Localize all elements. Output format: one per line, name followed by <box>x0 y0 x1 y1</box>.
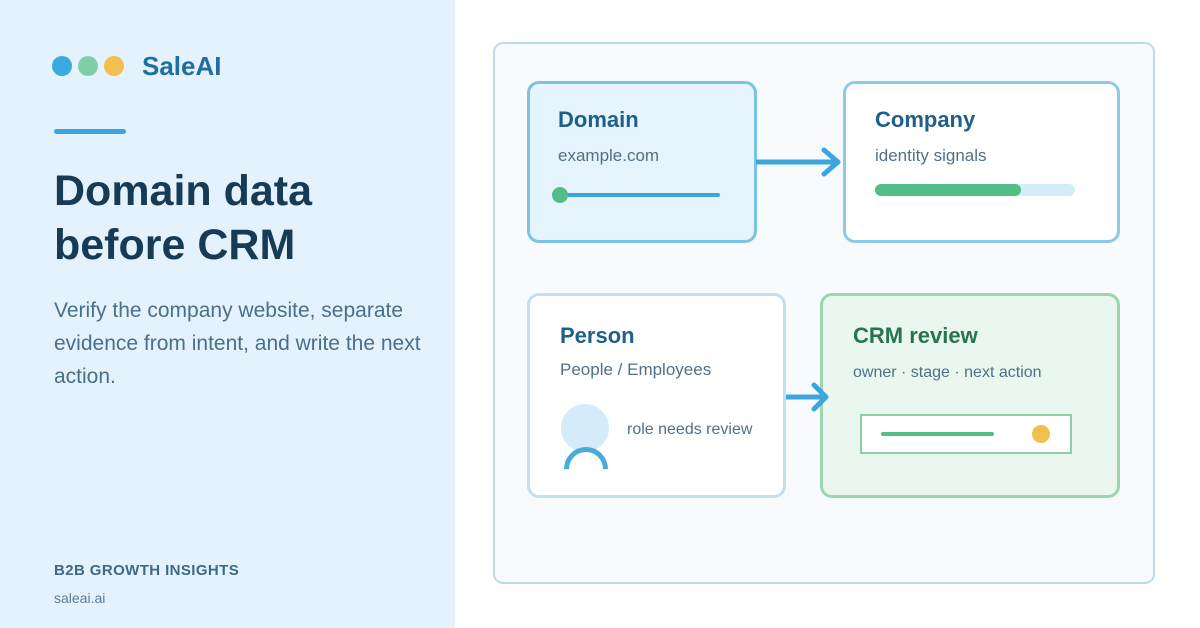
person-card-subtitle: People / Employees <box>560 360 712 379</box>
person-card-title: Person <box>560 323 635 348</box>
domain-track <box>560 193 720 197</box>
company-card: Company identity signals <box>843 81 1120 243</box>
footer-kicker: B2B GROWTH INSIGHTS <box>54 562 240 579</box>
footer-url[interactable]: saleai.ai <box>54 590 106 606</box>
arrow-right-icon <box>756 147 841 177</box>
brand-name: SaleAI <box>142 50 222 81</box>
domain-card-subtitle: example.com <box>558 146 660 165</box>
left-panel: SaleAI Domain data before CRM Verify the… <box>0 0 455 628</box>
crm-card-title: CRM review <box>853 323 978 348</box>
page-title: Domain data before CRM <box>54 167 313 269</box>
domain-card-title: Domain <box>558 107 639 132</box>
crm-card: CRM review owner · stage · next action <box>820 293 1120 498</box>
crm-record-box <box>860 414 1072 454</box>
accent-divider <box>54 129 126 134</box>
domain-card: Domain example.com <box>527 81 757 243</box>
brand-logo: SaleAI <box>52 50 222 81</box>
crm-record-line <box>881 432 994 436</box>
page-description: Verify the company website, separate evi… <box>54 299 421 388</box>
avatar-body-icon <box>554 437 618 501</box>
person-card: Person People / Employees role needs rev… <box>527 293 786 501</box>
identity-progress-bar <box>875 184 1075 196</box>
status-dot-icon <box>1032 425 1050 443</box>
identity-progress-fill <box>875 184 1021 196</box>
crm-card-subtitle: owner · stage · next action <box>853 364 1042 381</box>
arrow-right-icon <box>786 382 829 412</box>
brand-dot-yellow-icon <box>104 56 124 76</box>
brand-dot-blue-icon <box>52 56 72 76</box>
brand-dot-green-icon <box>78 56 98 76</box>
company-card-subtitle: identity signals <box>875 146 987 165</box>
domain-dot-icon <box>552 187 568 203</box>
person-note: role needs review <box>627 421 753 438</box>
company-card-title: Company <box>875 107 976 132</box>
avatar-icon <box>561 404 609 452</box>
